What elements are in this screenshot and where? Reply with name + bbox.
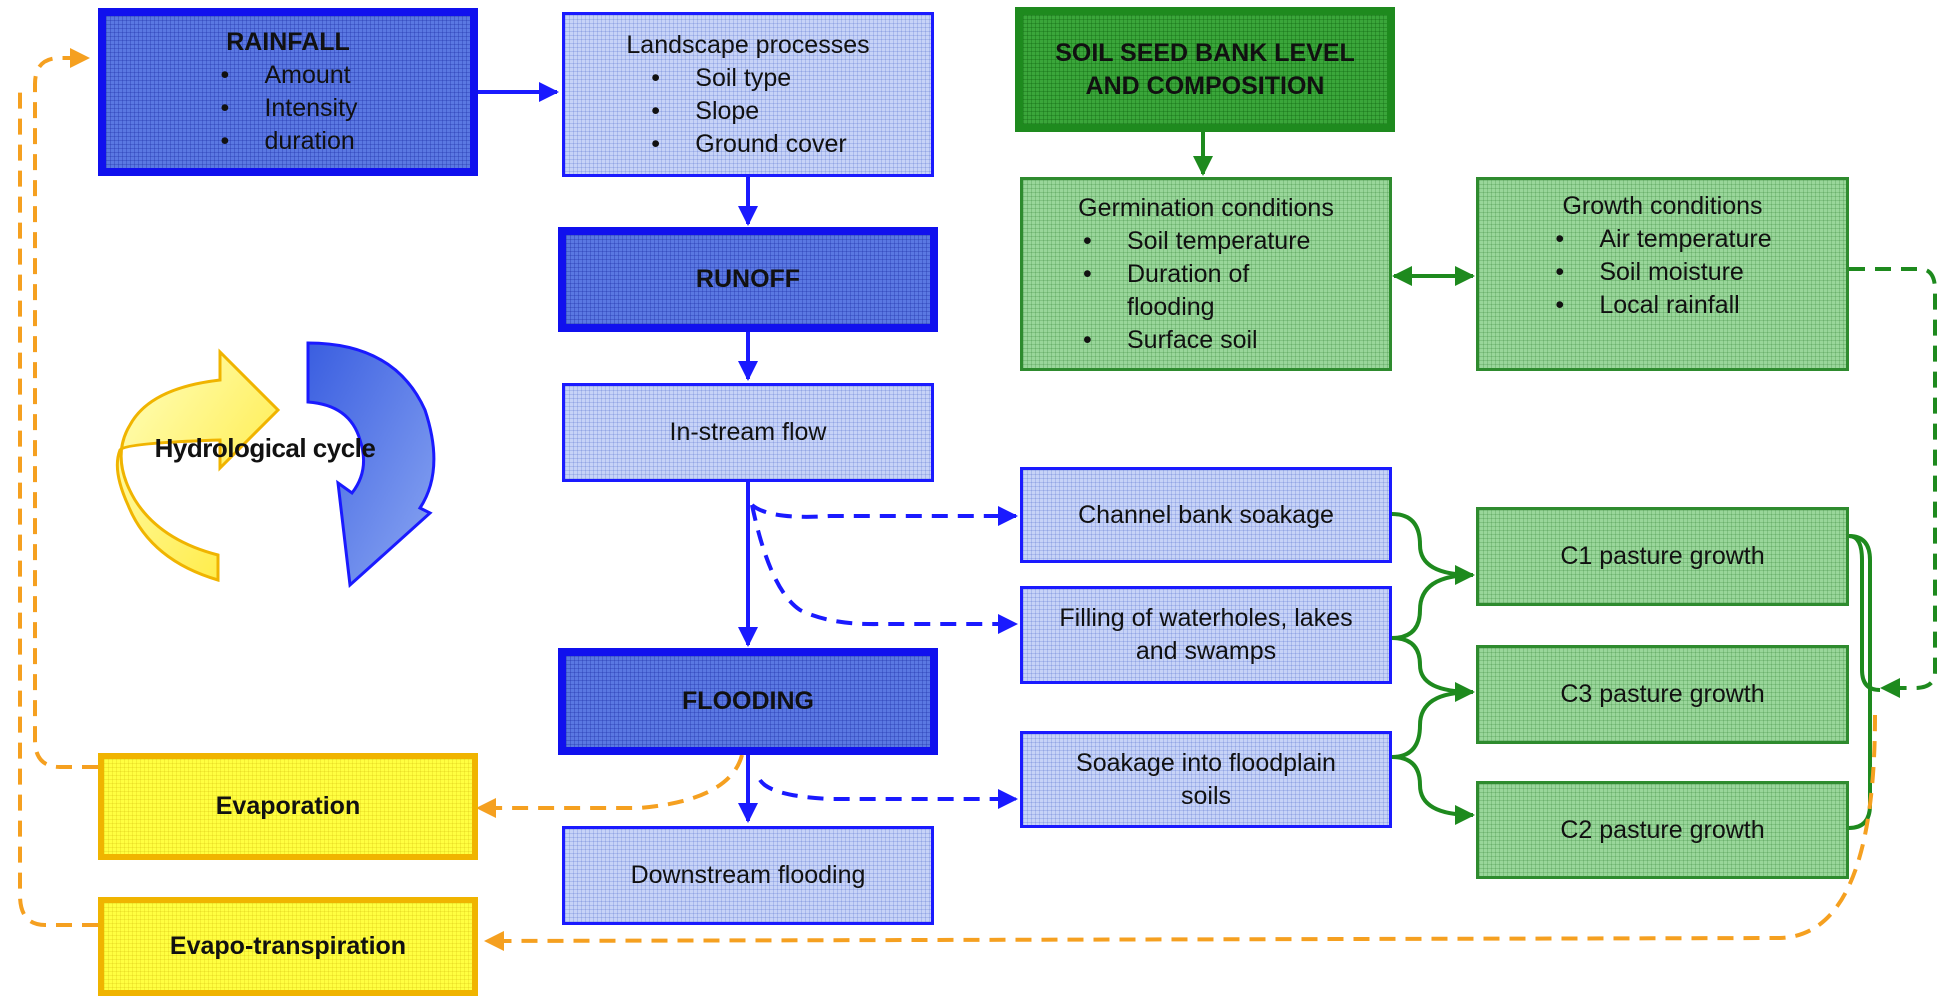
green-solid-connectors	[1193, 132, 1881, 830]
c1-box: C1 pasture growth	[1476, 507, 1849, 606]
c1-title: C1 pasture growth	[1560, 542, 1765, 570]
waterholes-title: Filling of waterholes, lakes and swamps	[1059, 604, 1353, 665]
rainfall-box: RAINFALL Amount Intensity duration	[98, 8, 478, 176]
germination-item: Soil temperature	[1081, 225, 1331, 258]
c3-title: C3 pasture growth	[1560, 680, 1765, 708]
floodplain-title: Soakage into floodplain soils	[1076, 748, 1336, 810]
growth-item: Air temperature	[1553, 223, 1771, 256]
floodplain-box: Soakage into floodplain soils	[1020, 731, 1392, 828]
germination-item: Duration of flooding	[1081, 258, 1331, 324]
hydrological-cycle-graphic	[115, 341, 436, 589]
growth-item: Soil moisture	[1553, 256, 1771, 289]
growth-box: Growth conditions Air temperature Soil m…	[1476, 177, 1849, 371]
germination-title: Germination conditions	[1078, 193, 1334, 222]
waterholes-box: Filling of waterholes, lakes and swamps	[1020, 586, 1392, 684]
germination-list: Soil temperature Duration of flooding Su…	[1081, 225, 1331, 357]
blue-solid-connectors	[478, 82, 758, 823]
channel-box: Channel bank soakage	[1020, 467, 1392, 563]
blue-dashed-connectors	[750, 503, 1018, 809]
evaporation-title: Evaporation	[215, 792, 361, 820]
c2-title: C2 pasture growth	[1560, 815, 1765, 844]
landscape-title: Landscape processes	[626, 30, 870, 59]
rainfall-item: Amount	[218, 59, 357, 92]
channel-title: Channel bank soakage	[1078, 500, 1334, 529]
rainfall-item: Intensity	[218, 92, 357, 125]
rainfall-item: duration	[218, 125, 357, 158]
germination-box: Germination conditions Soil temperature …	[1020, 177, 1392, 371]
downstream-title: Downstream flooding	[630, 861, 866, 889]
c2-box: C2 pasture growth	[1476, 781, 1849, 879]
growth-list: Air temperature Soil moisture Local rain…	[1553, 223, 1771, 322]
flooding-title: FLOODING	[682, 687, 814, 715]
instream-title: In-stream flow	[669, 418, 827, 446]
seedbank-title: SOIL SEED BANK LEVEL AND COMPOSITION	[1055, 38, 1355, 100]
runoff-title: RUNOFF	[695, 265, 801, 293]
growth-title: Growth conditions	[1562, 192, 1763, 220]
runoff-box: RUNOFF	[558, 227, 938, 332]
hydrological-cycle-label: Hydrological cycle	[154, 433, 376, 463]
evaporation-box: Evaporation	[98, 753, 478, 860]
landscape-box: Landscape processes Soil type Slope Grou…	[562, 12, 934, 177]
yellow-cycle-arrow	[115, 348, 281, 583]
green-dashed-connector	[1849, 267, 1937, 698]
seedbank-box: SOIL SEED BANK LEVEL AND COMPOSITION	[1015, 7, 1395, 132]
germination-item: Surface soil	[1081, 324, 1331, 357]
downstream-box: Downstream flooding	[562, 826, 934, 925]
orange-dashed-connectors	[18, 48, 1877, 951]
rainfall-list: Amount Intensity duration	[218, 59, 357, 158]
flooding-box: FLOODING	[558, 648, 938, 755]
evapotranspiration-title: Evapo-transpiration	[169, 932, 407, 960]
landscape-item: Slope	[649, 95, 846, 128]
instream-box: In-stream flow	[562, 383, 934, 482]
blue-cycle-arrow	[306, 341, 436, 589]
growth-item: Local rainfall	[1553, 289, 1771, 322]
landscape-item: Soil type	[649, 62, 846, 95]
rainfall-title: RAINFALL	[226, 28, 350, 56]
landscape-item: Ground cover	[649, 128, 846, 161]
c3-box: C3 pasture growth	[1476, 645, 1849, 744]
landscape-list: Soil type Slope Ground cover	[649, 62, 846, 161]
evapotranspiration-box: Evapo-transpiration	[98, 897, 478, 996]
